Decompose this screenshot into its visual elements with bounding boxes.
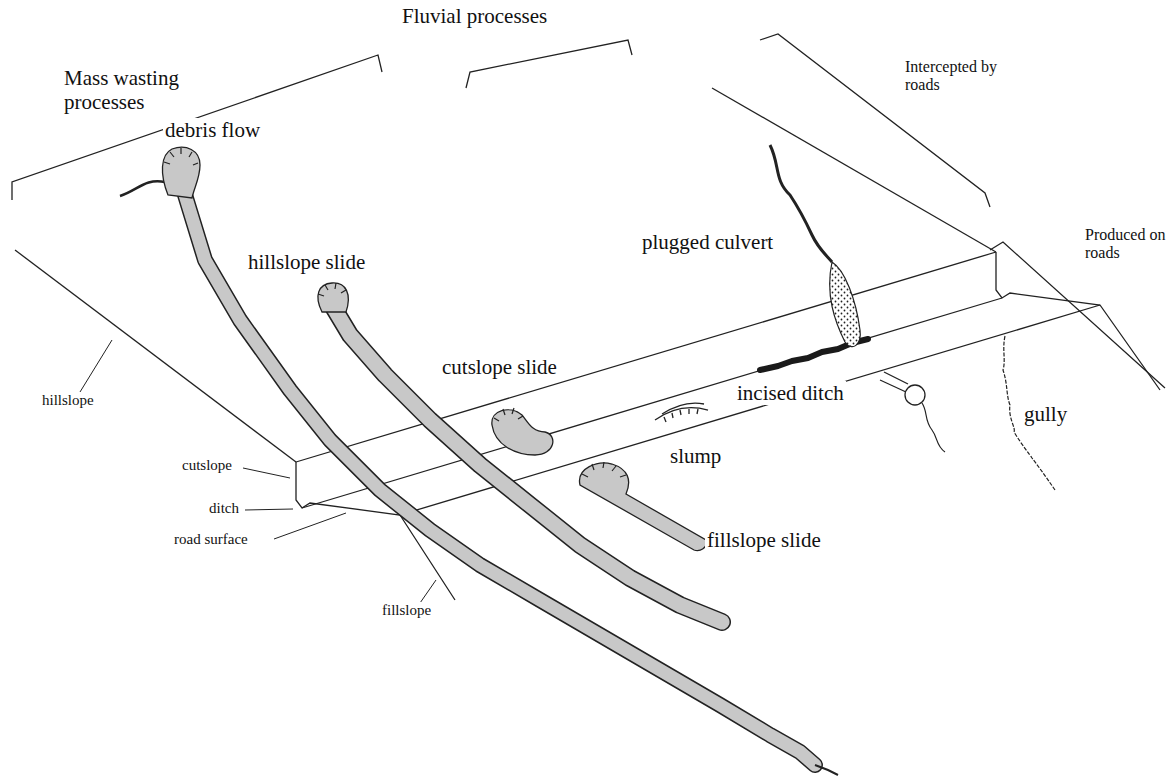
part-label: road surface [172,531,250,548]
hillslope-leader [80,340,112,392]
process-label: debris flow [163,118,262,142]
group-heading: Mass wasting processes [62,66,198,114]
part-label: hillslope [40,392,96,409]
process-label: hillslope slide [246,250,367,274]
cutslope-top [296,252,996,462]
part-label: ditch [207,500,241,517]
group-heading: Produced on roads [1083,226,1169,263]
slump-scarp [655,403,708,422]
process-label: fillslope slide [705,528,823,552]
produced-bracket [990,242,1165,388]
plugged-culvert [770,145,860,347]
process-label: plugged culvert [640,230,775,254]
hillslope-back-edge [712,88,996,252]
cutslope-leader [243,468,290,478]
culvert-channel [770,145,832,262]
group-heading: Intercepted by roads [903,58,999,95]
road-surface-leader [274,513,346,539]
ditch-leader [245,509,293,510]
part-label: fillslope [380,602,433,619]
part-label: cutslope [180,457,234,474]
process-label: slump [668,444,723,468]
cutslope-slide [492,408,553,455]
right-profile [996,252,1160,390]
fluvial-bracket [466,40,632,88]
process-label: gully [1022,402,1069,426]
hillslope-edge [15,250,296,462]
fillslope-leader [420,580,436,603]
culvert-sediment [830,262,861,347]
mass-wasting-bracket [12,55,382,200]
hillslope-slide [318,283,722,622]
debris-flow [120,147,838,775]
road-prism [15,88,1160,600]
process-label: incised ditch [735,381,846,405]
group-heading: Fluvial processes [400,4,549,28]
culvert-outlet [880,372,945,452]
process-label: cutslope slide [440,355,559,379]
fillslope-slide [580,462,707,551]
debris-channel [120,181,165,196]
